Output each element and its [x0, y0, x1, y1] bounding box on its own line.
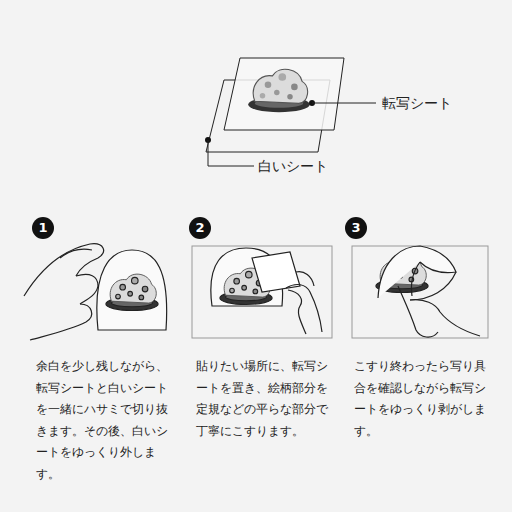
sheet-label: 転写シート [382, 94, 452, 112]
step-number: 3 [345, 217, 367, 239]
sheet-label: 白いシート [258, 157, 328, 175]
step2-figure [192, 246, 332, 338]
number-circle-shape [345, 217, 367, 239]
step1-figure [24, 244, 167, 340]
step-number: 1 [32, 217, 54, 239]
callout-number: 1 [32, 217, 54, 239]
callout-number: 2 [189, 217, 211, 239]
number-circle-shape [32, 217, 54, 239]
step-text: 余白を少し残しながら、転写シートと白いシートを一緒にハサミで切り抜きます。その後… [36, 356, 170, 486]
callout-number: 3 [345, 217, 367, 239]
sheets-figure [205, 58, 376, 166]
step-text: こすり終わったら写り具合を確認しながら転写シートをゆっくり剥がします。 [354, 356, 488, 442]
step-text: 貼りたい場所に、転写シートを置き、絵柄部分を定規などの平らな部分で丁寧にこすりま… [196, 356, 330, 442]
step-number: 2 [189, 217, 211, 239]
number-circle-shape [189, 217, 211, 239]
step3-figure [352, 246, 488, 338]
